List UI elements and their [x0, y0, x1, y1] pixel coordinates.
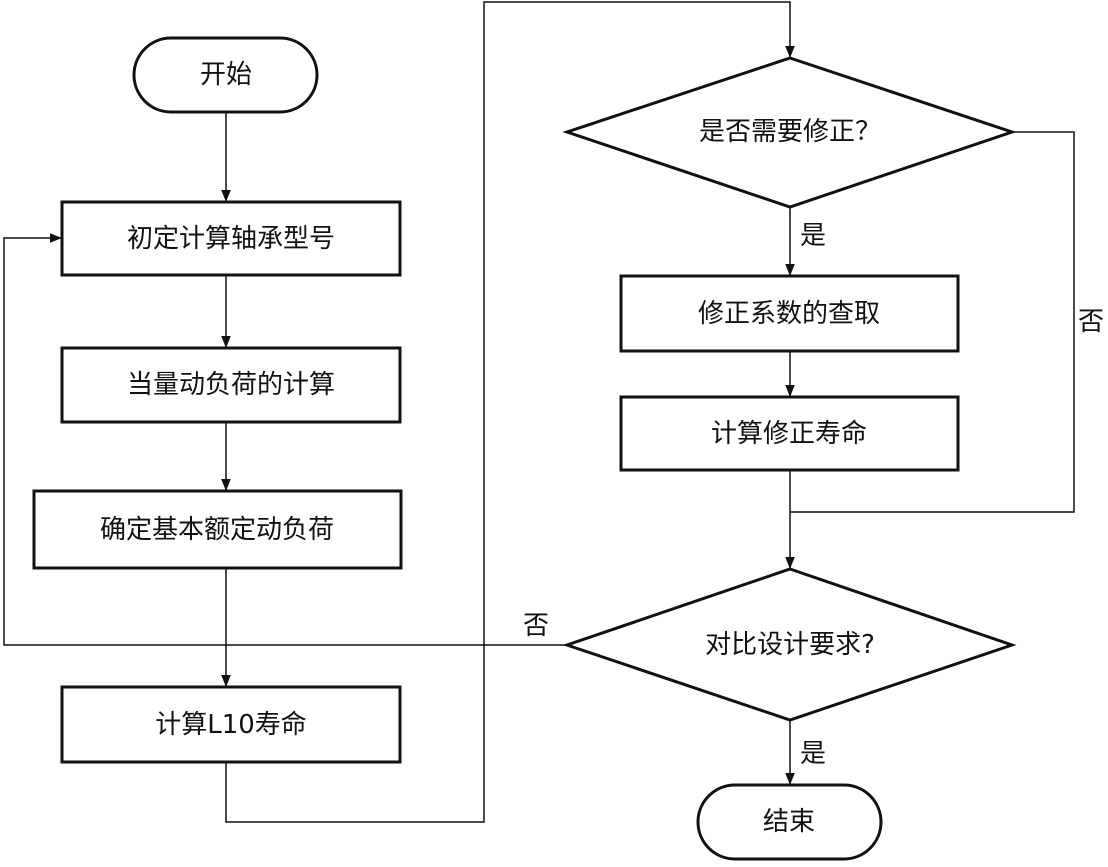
- start-label: 开始: [200, 60, 252, 90]
- node-end: 结束: [696, 783, 883, 861]
- node-compare-design: 对比设计要求?: [562, 567, 1017, 722]
- equiv-load-box: [60, 346, 402, 424]
- equiv-load-label: 当量动负荷的计算: [127, 370, 335, 400]
- node-calc-l10: 计算L10寿命: [60, 685, 402, 764]
- edge-compare-no: [3, 233, 567, 646]
- calc-corrected-label: 计算修正寿命: [711, 419, 867, 449]
- edge-correction-no: [790, 131, 1075, 513]
- label-compare-yes: 是: [800, 739, 826, 769]
- start-terminal: [132, 36, 319, 114]
- label-compare-no: 否: [523, 611, 549, 641]
- need-correction-label: 是否需要修正？: [699, 117, 881, 147]
- rated-load-label: 确定基本额定动负荷: [100, 515, 334, 545]
- label-correction-no: 否: [1078, 307, 1104, 337]
- end-label: 结束: [763, 807, 815, 837]
- node-equiv-load: 当量动负荷的计算: [60, 346, 402, 424]
- node-select-bearing: 初定计算轴承型号: [60, 200, 402, 277]
- rated-load-box: [32, 489, 403, 570]
- calc-l10-box: [60, 685, 402, 764]
- node-need-correction: 是否需要修正？: [562, 56, 1017, 209]
- select-bearing-label: 初定计算轴承型号: [127, 224, 335, 254]
- need-correction-diamond: [562, 56, 1017, 209]
- end-terminal: [696, 783, 883, 861]
- calc-corrected-box: [619, 395, 960, 472]
- node-calc-corrected: 计算修正寿命: [619, 395, 960, 472]
- select-bearing-box: [60, 200, 402, 277]
- compare-design-diamond: [562, 567, 1017, 722]
- node-lookup-factors: 修正系数的查取: [619, 274, 960, 353]
- compare-design-label: 对比设计要求?: [705, 630, 875, 660]
- lookup-factors-label: 修正系数的查取: [698, 299, 880, 329]
- node-start: 开始: [132, 36, 319, 114]
- edge-l10-to-correction-check: [225, 1, 795, 823]
- calc-l10-label: 计算L10寿命: [155, 710, 307, 740]
- lookup-factors-box: [619, 274, 960, 353]
- label-correction-yes: 是: [800, 221, 826, 251]
- node-rated-load: 确定基本额定动负荷: [32, 489, 403, 570]
